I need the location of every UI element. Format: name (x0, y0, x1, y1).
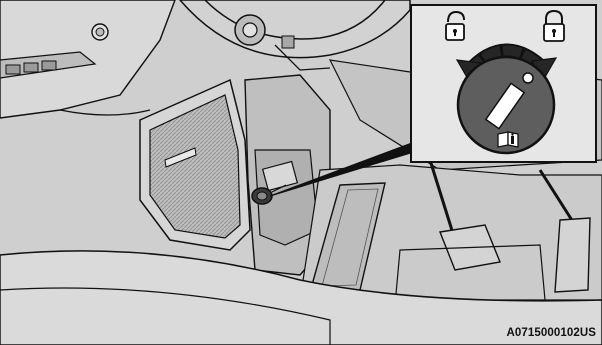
unlocked-padlock-icon (445, 10, 465, 41)
figure-reference-code: A0715000102US (506, 327, 596, 339)
owner-manual-icon (497, 131, 519, 148)
callout-box (410, 4, 597, 163)
dashboard-upper-panel (0, 0, 176, 119)
knee-panel (139, 78, 251, 251)
floor-area (299, 159, 602, 306)
steering-wheel (179, 0, 411, 71)
locked-padlock-icon (543, 9, 565, 42)
steering-column-cover (244, 74, 331, 276)
key-slot (484, 82, 526, 130)
vent-grille (149, 94, 241, 239)
window-switch (41, 60, 57, 71)
seat-cushion (0, 250, 602, 345)
position-indicator-dot (522, 72, 534, 84)
panel-latch (164, 147, 197, 168)
window-switch (5, 64, 21, 75)
lock-cylinder-face (456, 55, 556, 155)
accelerator-pedal (554, 217, 591, 293)
window-switch (23, 62, 39, 73)
